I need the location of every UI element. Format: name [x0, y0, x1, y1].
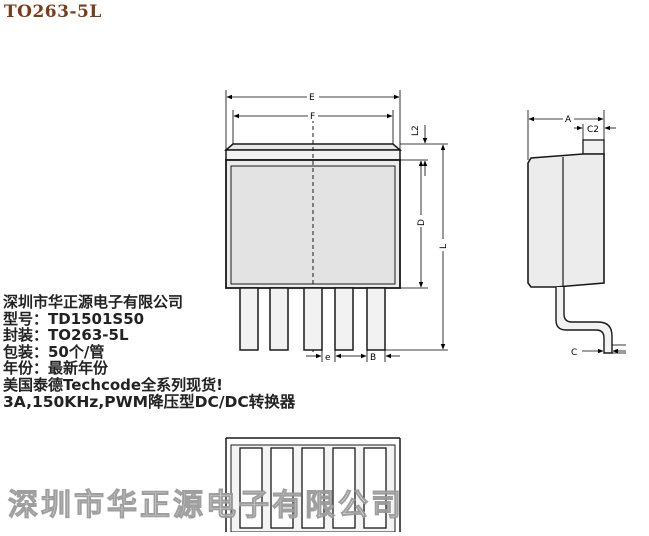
lead-2 — [269, 287, 289, 351]
package-title: TO263-5L — [4, 2, 102, 22]
label-F: F — [310, 112, 315, 122]
lead-3 — [303, 287, 323, 351]
lead-4 — [334, 287, 354, 351]
extension-lines — [225, 90, 448, 362]
leads — [239, 287, 386, 351]
info-year: 年份：最新年份 — [3, 359, 109, 378]
info-block: 深圳市华正源电子有限公司 型号：TD1501S50 封装：TO263-5L 包装… — [3, 294, 295, 410]
side-extension-lines — [527, 110, 626, 354]
label-L: L — [439, 244, 449, 249]
label-B: B — [370, 353, 376, 363]
label-D: D — [417, 219, 427, 226]
info-stock: 美国泰德Techcode全系列现货! — [3, 375, 223, 394]
label-e: e — [325, 353, 331, 363]
side-tab — [582, 139, 605, 155]
label-E: E — [309, 93, 315, 103]
info-package: 封装：TO263-5L — [3, 326, 129, 345]
side-view — [527, 139, 613, 354]
side-lead — [555, 287, 613, 354]
lead-5 — [366, 287, 386, 351]
side-dimension-text: A C2 C — [563, 113, 599, 358]
tube-view — [225, 437, 401, 533]
label-L2: L2 — [411, 125, 421, 136]
label-C2: C2 — [587, 125, 599, 135]
front-view — [223, 112, 403, 352]
lead-1 — [239, 287, 259, 351]
dimension-text: E F L2 D L e B — [307, 91, 449, 363]
tube-slots — [239, 447, 387, 529]
label-A: A — [565, 115, 572, 125]
tube-outline — [225, 437, 401, 532]
label-C: C — [571, 348, 577, 358]
side-body — [527, 153, 605, 288]
info-packing: 包装：50个/管 — [3, 342, 105, 361]
info-company: 深圳市华正源电子有限公司 — [3, 293, 184, 311]
watermark: 深圳市华正源电子有限公司 — [8, 488, 404, 524]
info-model: 型号：TD1501S50 — [3, 309, 145, 328]
info-description: 3A,150KHz,PWM降压型DC/DC转换器 — [3, 392, 296, 411]
